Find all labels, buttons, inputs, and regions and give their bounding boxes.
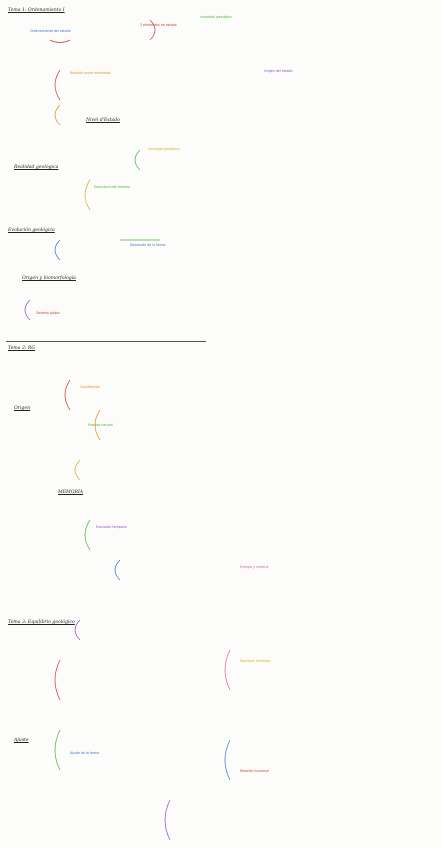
section-heading-tema1: Tema 1: Ordenamiento I (8, 8, 65, 13)
page-divider (6, 341, 206, 342)
section-heading-tema2: Tema 2: RG (8, 346, 36, 351)
section-heading-origenes: Origen (14, 406, 31, 411)
section-heading-evolucion: Evolución geológica (8, 228, 55, 233)
note: Ordenamiento del estado (30, 29, 71, 33)
note: Ajuste de la forma (70, 751, 100, 755)
note: Sistema global (36, 311, 60, 315)
note: Relación funcional (240, 769, 270, 773)
section-heading-origen: Origen y biomorfología (22, 276, 76, 281)
note: Origen del estado (264, 69, 293, 73)
section-heading-tema3: Tema 3: Equilibrio geológico (8, 620, 75, 625)
note: Energía y materia (240, 565, 269, 569)
section-heading-nivel: Nivel d'Estado (86, 118, 120, 123)
section-heading-memoria: MEMORIA (58, 490, 84, 495)
note: Estructura del sistema (94, 185, 130, 189)
note: Equilibrio dinámico (240, 659, 271, 663)
note: condición geológica (200, 15, 232, 19)
note: 3 elementos de estado (140, 23, 177, 27)
note: Evolución temporal (96, 525, 127, 529)
note: Proceso natural (88, 423, 113, 427)
note: Desarrollo de la forma (130, 243, 166, 247)
note: Relación entre elementos (70, 71, 111, 75)
section-heading-realidad: Realidad geológica (14, 165, 59, 170)
section-heading-ajuste: Ajuste (14, 738, 29, 743)
note: Concepto geológico (148, 147, 180, 151)
note: Clasificación (80, 385, 100, 389)
